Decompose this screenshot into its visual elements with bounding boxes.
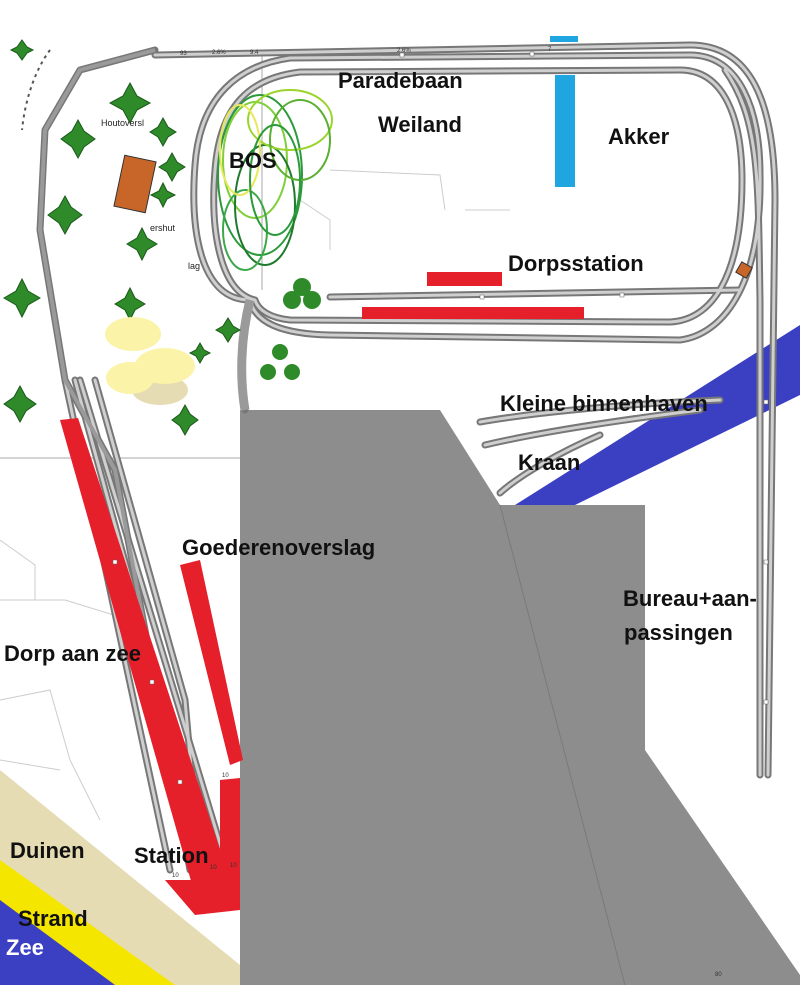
label-ershut: ershut xyxy=(150,223,176,233)
field-marker xyxy=(555,75,575,187)
label-bos: BOS xyxy=(229,148,277,173)
label-weiland: Weiland xyxy=(378,112,462,137)
label-strand: Strand xyxy=(18,906,88,931)
label-dorpsstation: Dorpsstation xyxy=(508,251,644,276)
base-building xyxy=(240,410,800,985)
bushes xyxy=(260,278,321,380)
dim-7: 7 xyxy=(548,47,552,53)
label-kleine-binnenhaven: Kleine binnenhaven xyxy=(500,391,708,416)
label-dorp-aan-zee: Dorp aan zee xyxy=(4,641,141,666)
dim-10-d: 10 xyxy=(230,863,237,869)
base-seam xyxy=(499,504,626,985)
label-akker: Akker xyxy=(608,124,670,149)
dim-93: 93 xyxy=(180,51,187,57)
label-bureau-line2: passingen xyxy=(624,620,733,645)
dim-10-c: 10 xyxy=(210,865,217,871)
small-building xyxy=(735,261,753,279)
label-goederenoverslag: Goederenoverslag xyxy=(182,535,376,560)
platforms xyxy=(60,272,584,915)
hut xyxy=(113,154,157,214)
label-zee: Zee xyxy=(6,935,44,960)
star-trees xyxy=(3,39,242,437)
label-lag: lag xyxy=(188,261,201,271)
dim-10-b: 10 xyxy=(172,873,179,879)
track-markers xyxy=(112,51,769,785)
dim-80: 80 xyxy=(715,972,722,978)
dim-9-4: 9.4 xyxy=(250,50,259,56)
label-station: Station xyxy=(134,843,209,868)
dim-grade-1: 2.6% xyxy=(212,50,226,56)
sea-area xyxy=(0,900,115,985)
forest xyxy=(217,89,333,271)
dim-grade-2: 2.6% xyxy=(397,48,411,54)
label-kraan: Kraan xyxy=(518,450,581,475)
dim-10-a: 10 xyxy=(222,773,229,779)
boundary-dashes xyxy=(21,49,51,131)
field-marker-top xyxy=(550,36,578,42)
village-outlines xyxy=(0,50,510,821)
yellow-patches xyxy=(105,317,195,405)
label-duinen: Duinen xyxy=(10,838,85,863)
label-houtoverslag: Houtoversl xyxy=(101,118,145,128)
label-bureau-line1: Bureau+aan- xyxy=(623,586,757,611)
label-paradebaan: Paradebaan xyxy=(338,68,463,93)
